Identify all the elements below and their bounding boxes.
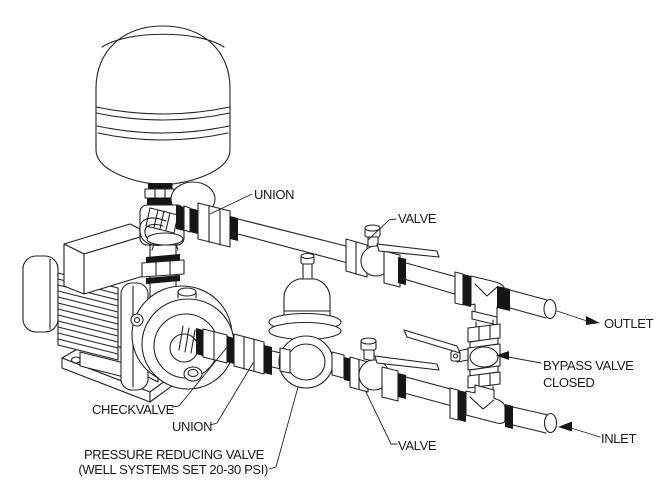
leader-valve-bottom xyxy=(365,391,398,445)
label-bypass-line1: BYPASS VALVE xyxy=(543,358,634,373)
union-fitting-top xyxy=(197,202,238,248)
leader-union-bottom xyxy=(209,362,254,426)
pump-riser-pipe xyxy=(141,243,185,301)
pressure-tank xyxy=(95,25,231,186)
label-prv-line2: (WELL SYSTEMS SET 20-30 PSI) xyxy=(78,462,268,477)
inlet-flow-arrow xyxy=(558,421,601,438)
outlet-flow-arrow xyxy=(556,310,600,325)
ball-valve-lower xyxy=(349,337,440,402)
bypass-valve xyxy=(403,319,501,394)
bypass-pointer-arrow xyxy=(496,351,542,364)
label-checkvalve: CHECKVALVE xyxy=(92,402,175,417)
pressure-reducing-valve xyxy=(268,252,352,389)
leader-prv xyxy=(268,386,299,470)
tank-tee-fitting xyxy=(139,181,216,251)
tank-connector-fitting xyxy=(144,183,175,205)
pump-motor xyxy=(22,255,119,361)
label-outlet: OUTLET xyxy=(604,316,654,331)
label-inlet: INLET xyxy=(601,431,637,446)
leader-checkvalve xyxy=(171,345,229,408)
pipe-valve-to-tee-lower xyxy=(403,376,459,408)
outlet-pipe xyxy=(509,289,557,320)
tee-upper xyxy=(454,271,510,326)
ball-valve-upper xyxy=(345,224,440,288)
pipe-valve-to-tee-upper xyxy=(403,262,461,296)
label-union-bottom: UNION xyxy=(172,419,212,434)
label-prv-line1: PRESSURE REDUCING VALVE xyxy=(84,447,265,462)
tee-lower xyxy=(449,384,513,429)
leader-valve-top xyxy=(367,218,397,241)
label-valve-bottom: VALVE xyxy=(398,438,437,453)
junction-box xyxy=(63,223,151,295)
pipe-upper-run xyxy=(237,218,351,264)
union-fitting-bottom xyxy=(233,333,272,375)
label-bypass-line2: CLOSED xyxy=(543,375,594,390)
label-valve-top: VALVE xyxy=(398,211,437,226)
leader-union-top xyxy=(209,193,253,215)
label-union-top: UNION xyxy=(254,187,294,202)
inlet-pipe xyxy=(512,406,558,434)
